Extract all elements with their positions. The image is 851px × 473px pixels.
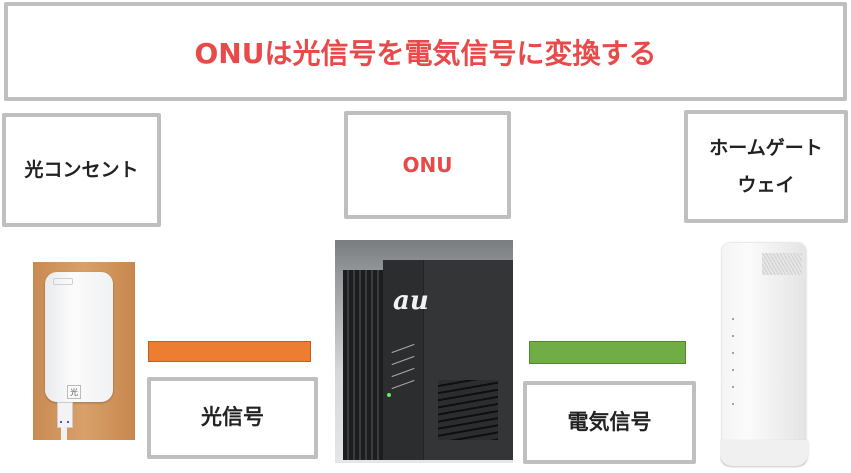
onu-photo: au [335,240,513,463]
gateway-indicator [732,335,734,337]
plug-dot [60,421,62,423]
gateway-indicator [732,386,734,388]
outlet-slot [53,278,73,285]
electrical-signal-box: 電気信号 [523,381,696,464]
optical-signal-label: 光信号 [201,405,264,430]
onu-power-led [387,393,391,397]
onu-side-fins [343,270,383,460]
outlet-tag: 光 [67,385,81,399]
onu-label: ONU [402,153,453,177]
onu-vent [438,380,498,440]
electrical-signal-bar [529,341,686,364]
outlet-label-box: 光コンセント [2,113,161,227]
optical-outlet-photo: 光 [33,262,135,440]
gateway-grill [762,253,802,275]
home-gateway-device [722,243,806,465]
home-gateway-photo [720,240,810,470]
gateway-label-line2: ウェイ [737,173,795,196]
onu-label-box: ONU [344,111,511,219]
gateway-indicator [732,403,734,405]
fiber-cable [61,426,67,440]
title-box: ONUは光信号を電気信号に変換する [4,2,847,101]
gateway-label-box: ホームゲート ウェイ [684,110,848,223]
plug-dot [67,421,69,423]
gateway-indicator [732,318,734,320]
onu-device: au [343,260,513,460]
outlet-plate: 光 [45,272,113,402]
gateway-indicator [732,369,734,371]
optical-signal-bar [148,341,311,362]
gateway-indicator [732,352,734,354]
fiber-plug [57,402,73,428]
outlet-label: 光コンセント [24,158,139,181]
onu-brand-logo: au [393,286,429,316]
gateway-label: ホームゲート ウェイ [709,130,822,202]
electrical-signal-label: 電気信号 [567,409,652,434]
page-title: ONUは光信号を電気信号に変換する [194,36,657,70]
optical-signal-box: 光信号 [147,377,318,459]
gateway-stand [720,440,808,466]
gateway-label-line1: ホームゲート [709,137,823,160]
